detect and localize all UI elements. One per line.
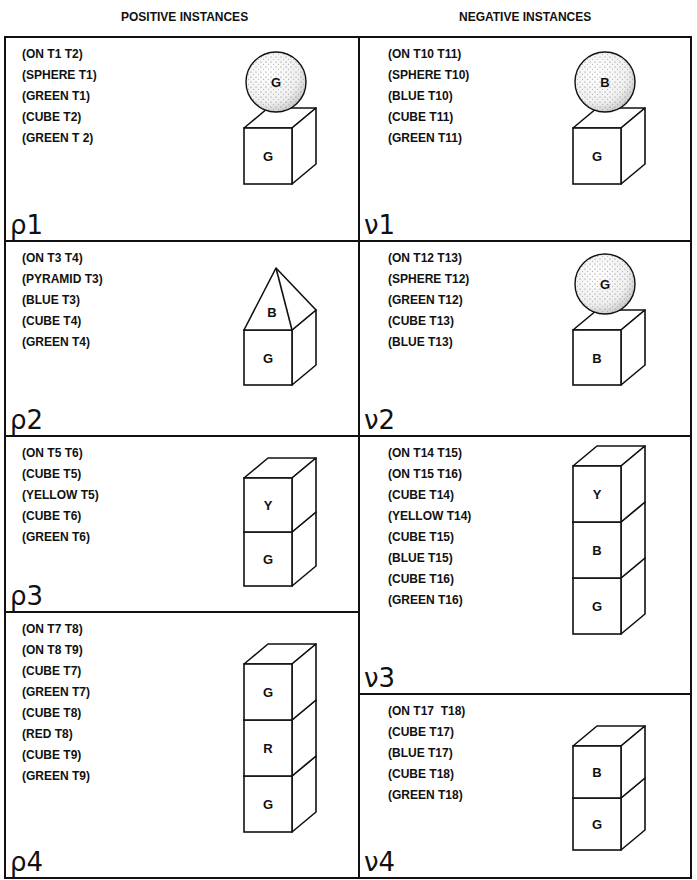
column-header: POSITIVE INSTANCES [121, 10, 248, 24]
color-letter: Y [593, 487, 602, 502]
predicate-text: (ON T7 T8) [22, 619, 358, 640]
predicate-text: (SPHERE T10) [388, 65, 690, 86]
color-letter: G [600, 277, 610, 292]
color-letter: B [600, 75, 609, 90]
instance-label: ρ2 [10, 405, 43, 435]
predicate-text: (ON T17 T18) [388, 701, 690, 722]
instance-label: ν2 [364, 405, 395, 435]
shape-outline [244, 268, 316, 330]
color-letter: G [592, 599, 602, 614]
instance-cell: (ON T3 T4)(PYRAMID T3)(BLUE T3)(CUBE T4)… [4, 240, 360, 437]
shape-outline [573, 446, 645, 522]
instance-cell: (ON T10 T11)(SPHERE T10)(BLUE T10)(CUBE … [358, 36, 692, 242]
shape-outline [244, 108, 316, 184]
color-letter: Y [264, 498, 273, 513]
color-letter: B [267, 305, 276, 320]
color-letter: G [263, 149, 273, 164]
instance-cell: (ON T1 T2)(SPHERE T1)(GREEN T1)(CUBE T2)… [4, 36, 360, 242]
color-letter: R [263, 741, 272, 756]
shape-outline [573, 108, 645, 184]
shape-outline [573, 726, 645, 798]
cube-block: B [573, 310, 645, 385]
instance-label: ρ4 [10, 847, 43, 877]
color-letter: G [592, 149, 602, 164]
color-letter: G [263, 552, 273, 567]
color-letter: G [271, 75, 281, 90]
predicate-text: (ON T10 T11) [388, 44, 690, 65]
shape-outline [573, 310, 645, 385]
instance-label: ν3 [364, 663, 395, 693]
color-letter: G [263, 797, 273, 812]
instance-cell: (ON T14 T15)(ON T15 T16)(CUBE T14)(YELLO… [358, 435, 692, 695]
predicate-text: (ON T1 T2) [22, 44, 358, 65]
cube-block: Y [573, 446, 645, 522]
sphere-block: B [574, 51, 636, 113]
predicate-text: (PYRAMID T3) [22, 269, 358, 290]
color-letter: B [592, 543, 601, 558]
instance-cell: (ON T7 T8)(ON T8 T9)(CUBE T7)(GREEN T7)(… [4, 611, 360, 879]
sphere-block: G [245, 51, 307, 113]
instance-label: ρ3 [10, 581, 43, 611]
color-letter: B [592, 350, 601, 365]
predicate-text: (GREEN T1) [22, 86, 358, 107]
instance-label: ν1 [364, 210, 395, 240]
shape-outline [244, 458, 316, 532]
instance-cell: (ON T12 T13)(SPHERE T12)(GREEN T12)(CUBE… [358, 240, 692, 437]
color-letter: G [263, 350, 273, 365]
instance-label: ρ1 [10, 210, 43, 240]
instance-label: ν4 [364, 847, 395, 877]
shape-outline [244, 644, 316, 720]
sphere-block: G [574, 253, 636, 315]
color-letter: B [592, 765, 601, 780]
cube-block: G [244, 108, 316, 184]
cube-block: B [573, 726, 645, 798]
predicate-text: (ON T3 T4) [22, 248, 358, 269]
color-letter: G [263, 685, 273, 700]
predicate-text: (SPHERE T1) [22, 65, 358, 86]
column-header: NEGATIVE INSTANCES [459, 10, 591, 24]
predicate-text: (BLUE T10) [388, 86, 690, 107]
instance-cell: (ON T5 T6)(CUBE T5)(YELLOW T5)(CUBE T6)(… [4, 435, 360, 613]
predicate-text: (SPHERE T12) [388, 269, 690, 290]
instance-cell: (ON T17 T18)(CUBE T17)(BLUE T17)(CUBE T1… [358, 693, 692, 879]
cube-block: G [573, 108, 645, 184]
cube-block: Y [244, 458, 316, 532]
color-letter: G [592, 817, 602, 832]
predicate-text: (ON T12 T13) [388, 248, 690, 269]
cube-block: G [244, 644, 316, 720]
predicate-text: (GREEN T12) [388, 290, 690, 311]
pyramid-block: B [244, 268, 316, 330]
